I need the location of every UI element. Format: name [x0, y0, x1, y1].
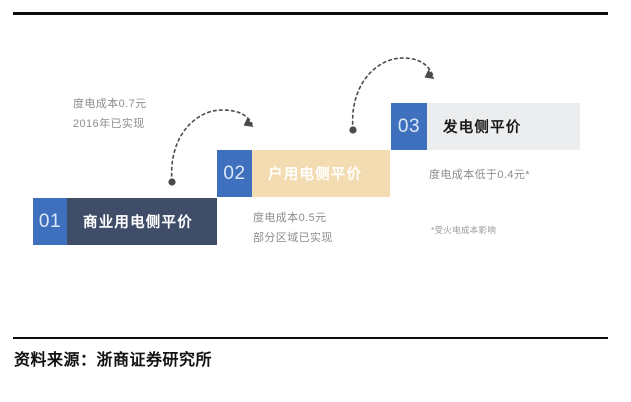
annotation-step-01: 度电成本0.7元 2016年已实现: [73, 94, 147, 134]
annotation-02-line-1: 度电成本0.5元: [253, 212, 327, 224]
source-line: 资料来源：浙商证券研究所: [14, 352, 213, 369]
annotation-01-line-2: 2016年已实现: [73, 118, 145, 130]
step-bar-01: 01 商业用电侧平价: [33, 198, 217, 245]
step-bar-03: 03 发电侧平价: [391, 103, 580, 150]
annotation-step-02: 度电成本0.5元 部分区域已实现: [253, 208, 333, 248]
step-label-02: 户用电侧平价: [252, 150, 390, 197]
figure-footnote: *受火电成本影响: [431, 225, 497, 235]
parity-roadmap-figure: 01 商业用电侧平价 02 户用电侧平价 03 发电侧平价 度电成本0.7元 2…: [0, 18, 631, 333]
annotation-01-line-1: 度电成本0.7元: [73, 98, 147, 110]
bottom-divider-rule: [13, 337, 608, 339]
annotation-step-03: 度电成本低于0.4元*: [429, 165, 530, 185]
step-number-02: 02: [217, 150, 252, 197]
step-bar-02: 02 户用电侧平价: [217, 150, 390, 197]
annotation-02-line-2: 部分区域已实现: [253, 232, 333, 244]
step-number-03: 03: [391, 103, 427, 150]
step-number-01: 01: [33, 198, 67, 245]
step-label-03: 发电侧平价: [427, 103, 580, 150]
annotation-03-line-1: 度电成本低于0.4元*: [429, 169, 530, 181]
top-divider-rule: [13, 12, 608, 15]
step-label-01: 商业用电侧平价: [67, 198, 217, 245]
